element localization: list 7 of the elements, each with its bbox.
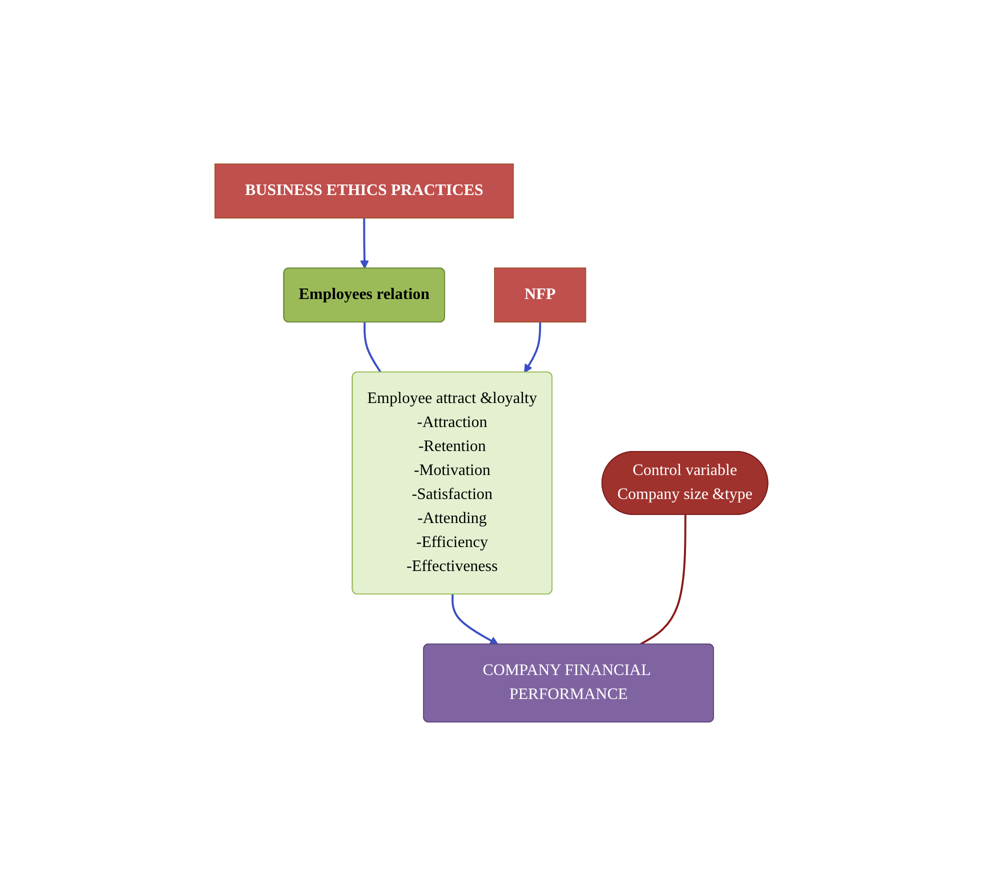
node-box: NFP — [494, 268, 586, 322]
connector — [364, 322, 382, 374]
connector — [640, 514, 686, 646]
arrow — [524, 322, 542, 373]
arrow — [452, 594, 499, 645]
node-box: BUSINESS ETHICS PRACTICES — [214, 164, 514, 218]
arrow — [360, 218, 369, 269]
